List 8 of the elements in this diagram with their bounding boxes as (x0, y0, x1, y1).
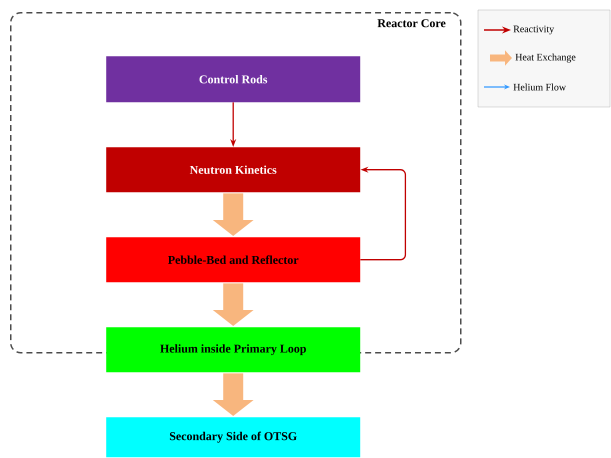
process-box: Pebble-Bed and Reflector (106, 237, 360, 282)
legend-label: Reactivity (513, 26, 554, 34)
legend-label: Heat Exchange (515, 53, 576, 63)
process-box: Secondary Side of OTSG (106, 417, 360, 458)
process-box: Helium inside Primary Loop (106, 327, 360, 372)
legend-label: Helium Flow (513, 83, 566, 90)
process-box: Neutron Kinetics (106, 147, 360, 192)
process-box: Control Rods (106, 56, 360, 102)
